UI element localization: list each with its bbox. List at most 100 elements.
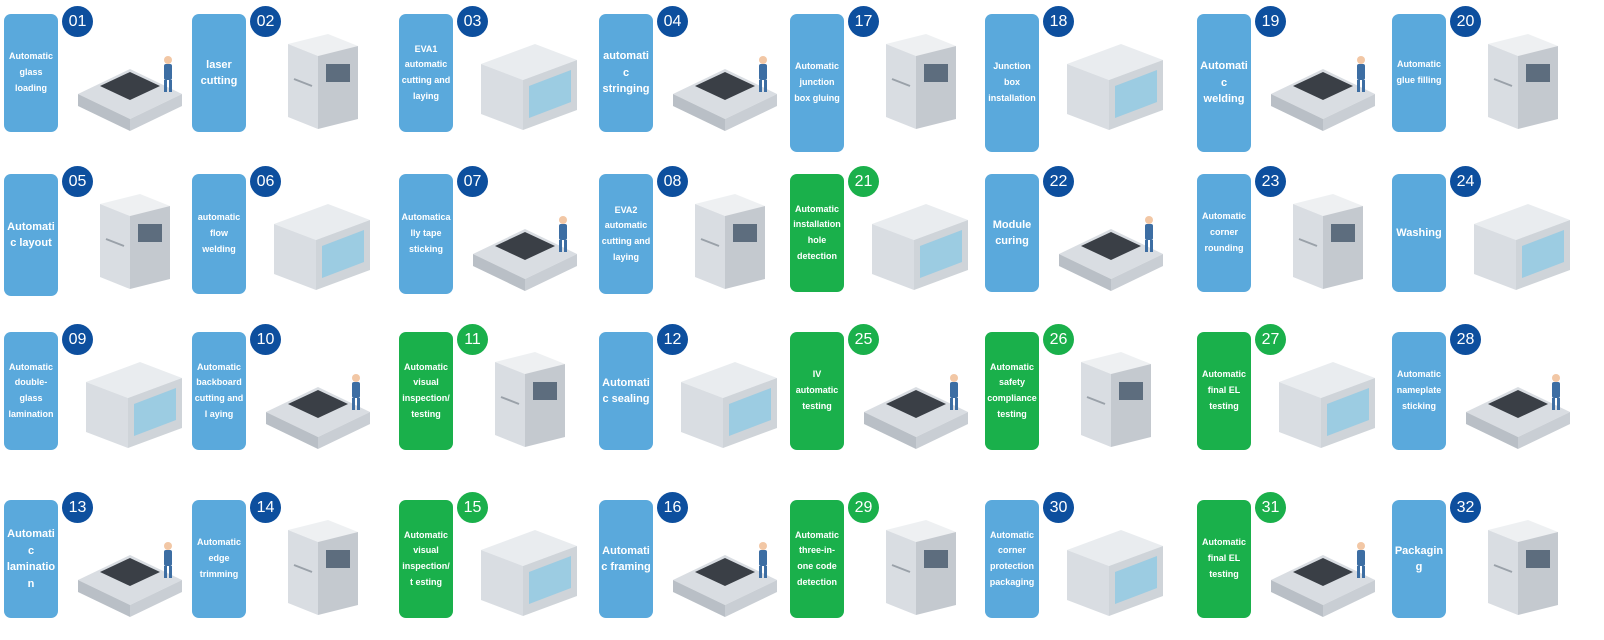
step-label: Automatic installation hole detection [790, 174, 844, 292]
glass-loading-machine-icon [70, 24, 188, 136]
step-number-badge: 15 [457, 492, 488, 523]
cutting-table-icon [465, 24, 583, 136]
step-label: Automatic visual inspection/ testing [399, 332, 453, 450]
step-number-badge: 30 [1043, 492, 1074, 523]
step-label: Automatic layout [4, 174, 58, 296]
step-number-badge: 32 [1450, 492, 1481, 523]
step-label: laser cutting [192, 14, 246, 132]
step-number-badge: 14 [250, 492, 281, 523]
step-number-badge: 16 [657, 492, 688, 523]
step-number-badge: 13 [62, 492, 93, 523]
step-number-badge: 05 [62, 166, 93, 197]
step-label: Washing [1392, 174, 1446, 292]
step-number-badge: 31 [1255, 492, 1286, 523]
step-number-badge: 17 [848, 6, 879, 37]
step-label: Automatic sealing [599, 332, 653, 450]
step-number-badge: 27 [1255, 324, 1286, 355]
step-label: Automatic corner rounding [1197, 174, 1251, 292]
lamination-line-icon [70, 342, 188, 454]
step-label: EVA2 automatic cutting and laying [599, 174, 653, 294]
step-label: Automatic glue filling [1392, 14, 1446, 132]
step-label: Automatic final EL testing [1197, 500, 1251, 618]
step-label: Automatic edge trimming [192, 500, 246, 618]
step-label: IV automatic testing [790, 332, 844, 450]
flow-welding-cabinet-icon [258, 184, 376, 296]
el-testing-racks-icon [1263, 510, 1381, 622]
pallet-boxes-icon [1458, 510, 1576, 622]
step-label: Automatic visual inspection/t esting [399, 500, 453, 618]
step-label: Automatic final EL testing [1197, 332, 1251, 450]
safety-testing-line-icon [1051, 342, 1169, 454]
step-number-badge: 21 [848, 166, 879, 197]
step-number-badge: 28 [1450, 324, 1481, 355]
step-number-badge: 29 [848, 492, 879, 523]
stringing-machine-icon [665, 24, 783, 136]
step-label: Automatic junction box gluing [790, 14, 844, 152]
step-number-badge: 22 [1043, 166, 1074, 197]
step-number-badge: 11 [457, 324, 488, 355]
step-label: Automatic three-in-one code detection [790, 500, 844, 618]
enclosure-icon [1051, 24, 1169, 136]
step-number-badge: 03 [457, 6, 488, 37]
step-number-badge: 10 [250, 324, 281, 355]
cabinet-icon [856, 24, 974, 136]
step-label: Automatic double-glass lamination [4, 332, 58, 450]
step-label: Automatic welding [1197, 14, 1251, 152]
step-label: Junction box installation [985, 14, 1039, 152]
step-label: automatic flow welding [192, 174, 246, 294]
iv-testing-robots-icon [856, 342, 974, 454]
step-label: Automatic nameplate sticking [1392, 332, 1446, 450]
curing-machine-icon [1051, 184, 1169, 296]
step-number-badge: 02 [250, 6, 281, 37]
step-number-badge: 20 [1450, 6, 1481, 37]
step-label: Automatic framing [599, 500, 653, 618]
step-label: Automatic backboard cutting and l aying [192, 332, 246, 450]
step-label: Automatic safety compliance testing [985, 332, 1039, 450]
code-detection-panels-icon [856, 510, 974, 622]
robot-arm-icon [258, 24, 376, 136]
step-number-badge: 09 [62, 324, 93, 355]
step-number-badge: 18 [1043, 6, 1074, 37]
step-label: automatic stringing [599, 14, 653, 132]
step-label: Automatic glass loading [4, 14, 58, 132]
framing-robot-icon [665, 510, 783, 622]
step-number-badge: 24 [1450, 166, 1481, 197]
step-number-badge: 07 [457, 166, 488, 197]
welding-line-icon [1263, 24, 1381, 136]
step-label: Automatic lamination [4, 500, 58, 618]
step-number-badge: 12 [657, 324, 688, 355]
step-number-badge: 19 [1255, 6, 1286, 37]
corner-rounding-machine-icon [1263, 184, 1381, 296]
packaging-line-icon [1051, 510, 1169, 622]
inspection-station-icon [856, 184, 974, 296]
step-number-badge: 23 [1255, 166, 1286, 197]
step-number-badge: 25 [848, 324, 879, 355]
step-number-badge: 04 [657, 6, 688, 37]
step-label: Automatic corner protection packaging [985, 500, 1039, 618]
step-label: Automatically tape sticking [399, 174, 453, 294]
step-number-badge: 01 [62, 6, 93, 37]
